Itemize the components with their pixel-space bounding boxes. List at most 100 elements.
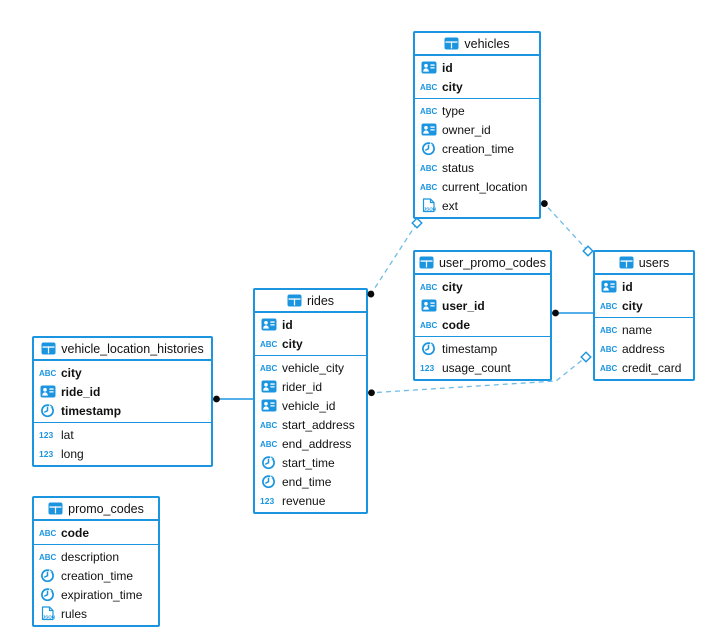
relation-diamond-vehicles-rides <box>411 217 423 229</box>
column-name: expiration_time <box>61 587 143 602</box>
column-row-rules: JSON rules <box>34 604 158 623</box>
column-name: start_time <box>282 455 335 470</box>
table-icon <box>287 294 302 307</box>
table-icon <box>287 293 302 308</box>
id-badge-icon <box>40 385 55 398</box>
svg-text:ABC: ABC <box>39 369 56 378</box>
abc-text-icon: ABC <box>260 364 277 373</box>
id-badge-icon <box>601 280 616 293</box>
clock-icon <box>420 141 437 156</box>
json-icon: JSON <box>39 606 56 621</box>
abc-text-icon: ABC <box>260 440 277 449</box>
column-name: city <box>61 365 82 380</box>
primary-key-row-id: id <box>415 58 539 77</box>
relation-line-vehicles-users <box>541 200 589 252</box>
id-badge-icon <box>421 123 436 136</box>
table-header-vehicles[interactable]: vehicles <box>415 33 539 56</box>
column-row-vehicle_id: vehicle_id <box>255 396 366 415</box>
clock-icon <box>262 455 275 470</box>
table-header-promo_codes[interactable]: promo_codes <box>34 498 158 521</box>
abc-text-icon: ABC <box>420 83 437 92</box>
abc-text-icon: ABC <box>420 321 437 330</box>
column-row-creation_time: creation_time <box>34 566 158 585</box>
clock-icon <box>260 455 277 470</box>
column-name: rules <box>61 606 88 621</box>
abc-text-icon: ABC <box>39 369 56 378</box>
table-icon <box>48 501 63 516</box>
column-name: owner_id <box>442 122 491 137</box>
table-header-vehicle_location_histories[interactable]: vehicle_location_histories <box>34 338 211 361</box>
table-header-users[interactable]: users <box>595 252 693 275</box>
table-name: rides <box>306 293 335 308</box>
id-badge-icon <box>420 60 437 75</box>
clock-icon <box>262 474 275 489</box>
column-name: usage_count <box>442 360 511 375</box>
column-row-expiration_time: expiration_time <box>34 585 158 604</box>
column-name: start_address <box>282 417 355 432</box>
svg-text:ABC: ABC <box>600 326 617 335</box>
column-name: description <box>61 549 120 564</box>
column-row-creation_time: creation_time <box>415 139 539 158</box>
svg-text:123: 123 <box>39 430 53 440</box>
abc-text-icon: ABC <box>420 283 437 292</box>
abc-text-icon: ABC <box>600 302 617 311</box>
relation-dot-vehicles-users <box>540 200 548 207</box>
abc-text-icon: ABC <box>600 345 617 354</box>
relation-line-vehicles-rides <box>368 222 418 298</box>
column-row-status: ABC status <box>415 158 539 177</box>
clock-icon <box>39 403 56 418</box>
column-name: ride_id <box>61 384 101 399</box>
svg-text:ABC: ABC <box>420 183 437 192</box>
abc-icon: ABC <box>600 322 617 337</box>
clock-icon <box>41 587 54 602</box>
column-row-usage_count: 123 usage_count <box>415 358 550 377</box>
relation-dot-vehicle_location_histories-rides <box>213 395 220 403</box>
svg-text:JSON: JSON <box>424 206 436 211</box>
column-name: end_time <box>282 474 332 489</box>
table-header-rides[interactable]: rides <box>255 290 366 313</box>
column-name: status <box>442 160 475 175</box>
number-123-icon: 123 <box>420 363 434 373</box>
num-icon: 123 <box>39 446 56 461</box>
abc-icon: ABC <box>260 436 277 451</box>
svg-text:123: 123 <box>39 449 53 459</box>
table-name: user_promo_codes <box>438 255 546 270</box>
relation-dot-rides-users <box>368 389 375 397</box>
column-name: code <box>442 317 471 332</box>
column-row-rider_id: rider_id <box>255 377 366 396</box>
table-header-user_promo_codes[interactable]: user_promo_codes <box>415 252 550 275</box>
id-badge-icon <box>260 398 277 413</box>
svg-text:ABC: ABC <box>39 553 56 562</box>
abc-icon: ABC <box>600 298 617 313</box>
num-icon: 123 <box>260 493 277 508</box>
svg-text:ABC: ABC <box>420 164 437 173</box>
table-name: vehicle_location_histories <box>61 341 204 356</box>
relation-diamond-rides-users <box>580 351 592 363</box>
id-badge-icon <box>420 298 437 313</box>
column-name: revenue <box>282 493 326 508</box>
id-badge-icon <box>421 299 436 312</box>
number-123-icon: 123 <box>39 430 53 440</box>
id-badge-icon <box>261 380 276 393</box>
table-name: users <box>638 255 670 270</box>
clock-icon <box>420 341 437 356</box>
abc-text-icon: ABC <box>600 364 617 373</box>
num-icon: 123 <box>420 360 437 375</box>
